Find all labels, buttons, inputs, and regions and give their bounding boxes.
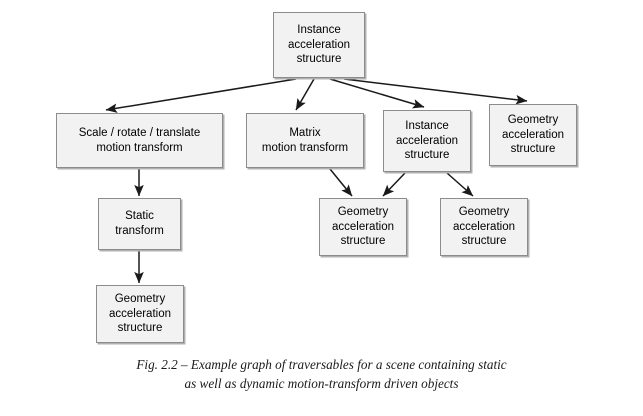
node-geometry-acceleration-structure-mid-left[interactable]: Geometry acceleration structure: [319, 198, 407, 256]
figure-caption-line-2: as well as dynamic motion-transform driv…: [184, 376, 459, 392]
node-geometry-acceleration-structure-mid-right[interactable]: Geometry acceleration structure: [440, 198, 528, 256]
edge-instance-to-geometry-mid-left: [382, 172, 406, 197]
figure-caption-line-1: Fig. 2.2 – Example graph of traversables…: [136, 357, 507, 372]
node-geometry-acceleration-structure-right[interactable]: Geometry acceleration structure: [489, 104, 577, 166]
edge-root-to-matrix-motion-transform: [295, 78, 315, 111]
node-instance-acceleration-structure[interactable]: Instance acceleration structure: [383, 110, 471, 172]
node-scale-rotate-translate-motion-transform[interactable]: Scale / rotate / translate motion transf…: [56, 113, 223, 168]
edge-root-to-scale-rotate-translate: [105, 78, 297, 113]
edge-root-to-instance-acceleration-structure: [329, 78, 425, 109]
node-static-transform[interactable]: Static transform: [98, 198, 181, 250]
edge-root-to-geometry-right: [343, 78, 528, 105]
figure-caption: Fig. 2.2 – Example graph of traversables…: [40, 355, 603, 393]
node-root-instance-acceleration-structure[interactable]: Instance acceleration structure: [273, 12, 365, 78]
node-matrix-motion-transform[interactable]: Matrix motion transform: [246, 113, 364, 168]
edge-instance-to-geometry-mid-right: [446, 172, 474, 197]
node-geometry-acceleration-structure-bottom-left[interactable]: Geometry acceleration structure: [96, 285, 184, 343]
edge-matrix-to-geometry-mid-left: [329, 168, 353, 197]
